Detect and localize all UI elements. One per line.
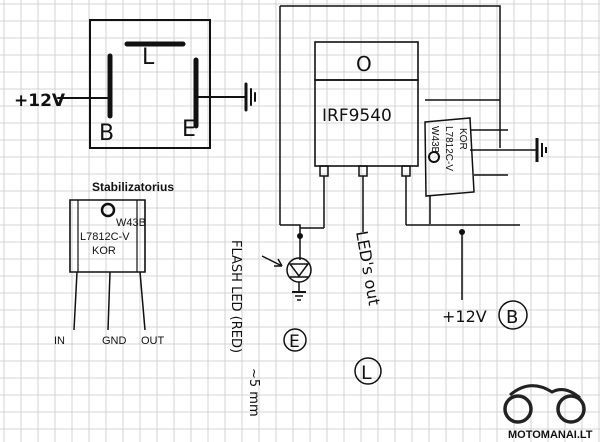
logo-wheel-front bbox=[556, 394, 586, 424]
relay-label-l: L bbox=[142, 45, 155, 70]
mounting-hole bbox=[100, 202, 116, 218]
leds-output-label: LED's out bbox=[352, 229, 384, 307]
logo-wheel-rear bbox=[503, 394, 533, 424]
relay-outline bbox=[89, 19, 211, 149]
stabilizer-package bbox=[69, 199, 146, 331]
right-regulator-body bbox=[424, 117, 475, 197]
terminal-e-label: E bbox=[289, 332, 300, 352]
right-regulator-line1: W43B bbox=[429, 126, 440, 154]
relay-label-b: B bbox=[99, 121, 114, 146]
junction-left bbox=[297, 233, 303, 239]
motomanai-logo bbox=[503, 384, 586, 424]
terminal-b-label: B bbox=[506, 307, 518, 328]
stabilizer-leg-in bbox=[73, 271, 78, 331]
right-mounting-hole bbox=[428, 151, 440, 163]
flash-led-size-note: ~5 mm bbox=[246, 368, 261, 417]
junction-right bbox=[459, 229, 465, 235]
stabilizer-leg-gnd bbox=[107, 271, 111, 331]
stabilizer-body bbox=[69, 199, 146, 273]
stabilizer-line2: L7812C-V bbox=[80, 231, 130, 243]
terminal-l-circle bbox=[354, 357, 382, 385]
terminal-b-circle bbox=[498, 300, 528, 330]
relay-label-e: E bbox=[182, 117, 196, 142]
supply-label-left: +12V bbox=[14, 91, 66, 111]
right-regulator bbox=[424, 99, 547, 224]
terminal-l-label: L bbox=[361, 362, 372, 384]
stabilizer-line3: KOR bbox=[92, 245, 116, 257]
pin-label-out: OUT bbox=[141, 335, 165, 347]
relay-block bbox=[57, 19, 256, 149]
terminal-e-circle bbox=[283, 328, 307, 352]
mosfet-tab-label: O bbox=[356, 52, 372, 76]
outer-loop-wire bbox=[280, 5, 501, 100]
stabilizer-line1: W43B bbox=[116, 217, 146, 229]
ground-symbol-left bbox=[244, 82, 256, 112]
watermark-text: MOTOMANAI.LT bbox=[508, 429, 593, 441]
right-regulator-line3: KOR bbox=[457, 128, 468, 150]
led-feed-wire bbox=[280, 224, 301, 240]
mosfet-part-label: IRF9540 bbox=[322, 106, 392, 126]
mosfet-package bbox=[314, 41, 419, 232]
led-arrow bbox=[261, 255, 283, 267]
stabilizer-leg-out bbox=[139, 271, 146, 331]
stabilizer-title: Stabilizatorius bbox=[92, 180, 174, 194]
supply-b-label: +12V bbox=[442, 307, 487, 326]
flash-led-note: FLASH LED (RED) bbox=[228, 240, 243, 353]
flash-led bbox=[261, 240, 312, 301]
right-regulator-line2: L7812C-V bbox=[443, 126, 454, 171]
pin-label-in: IN bbox=[54, 335, 65, 347]
pin-label-gnd: GND bbox=[102, 335, 127, 347]
